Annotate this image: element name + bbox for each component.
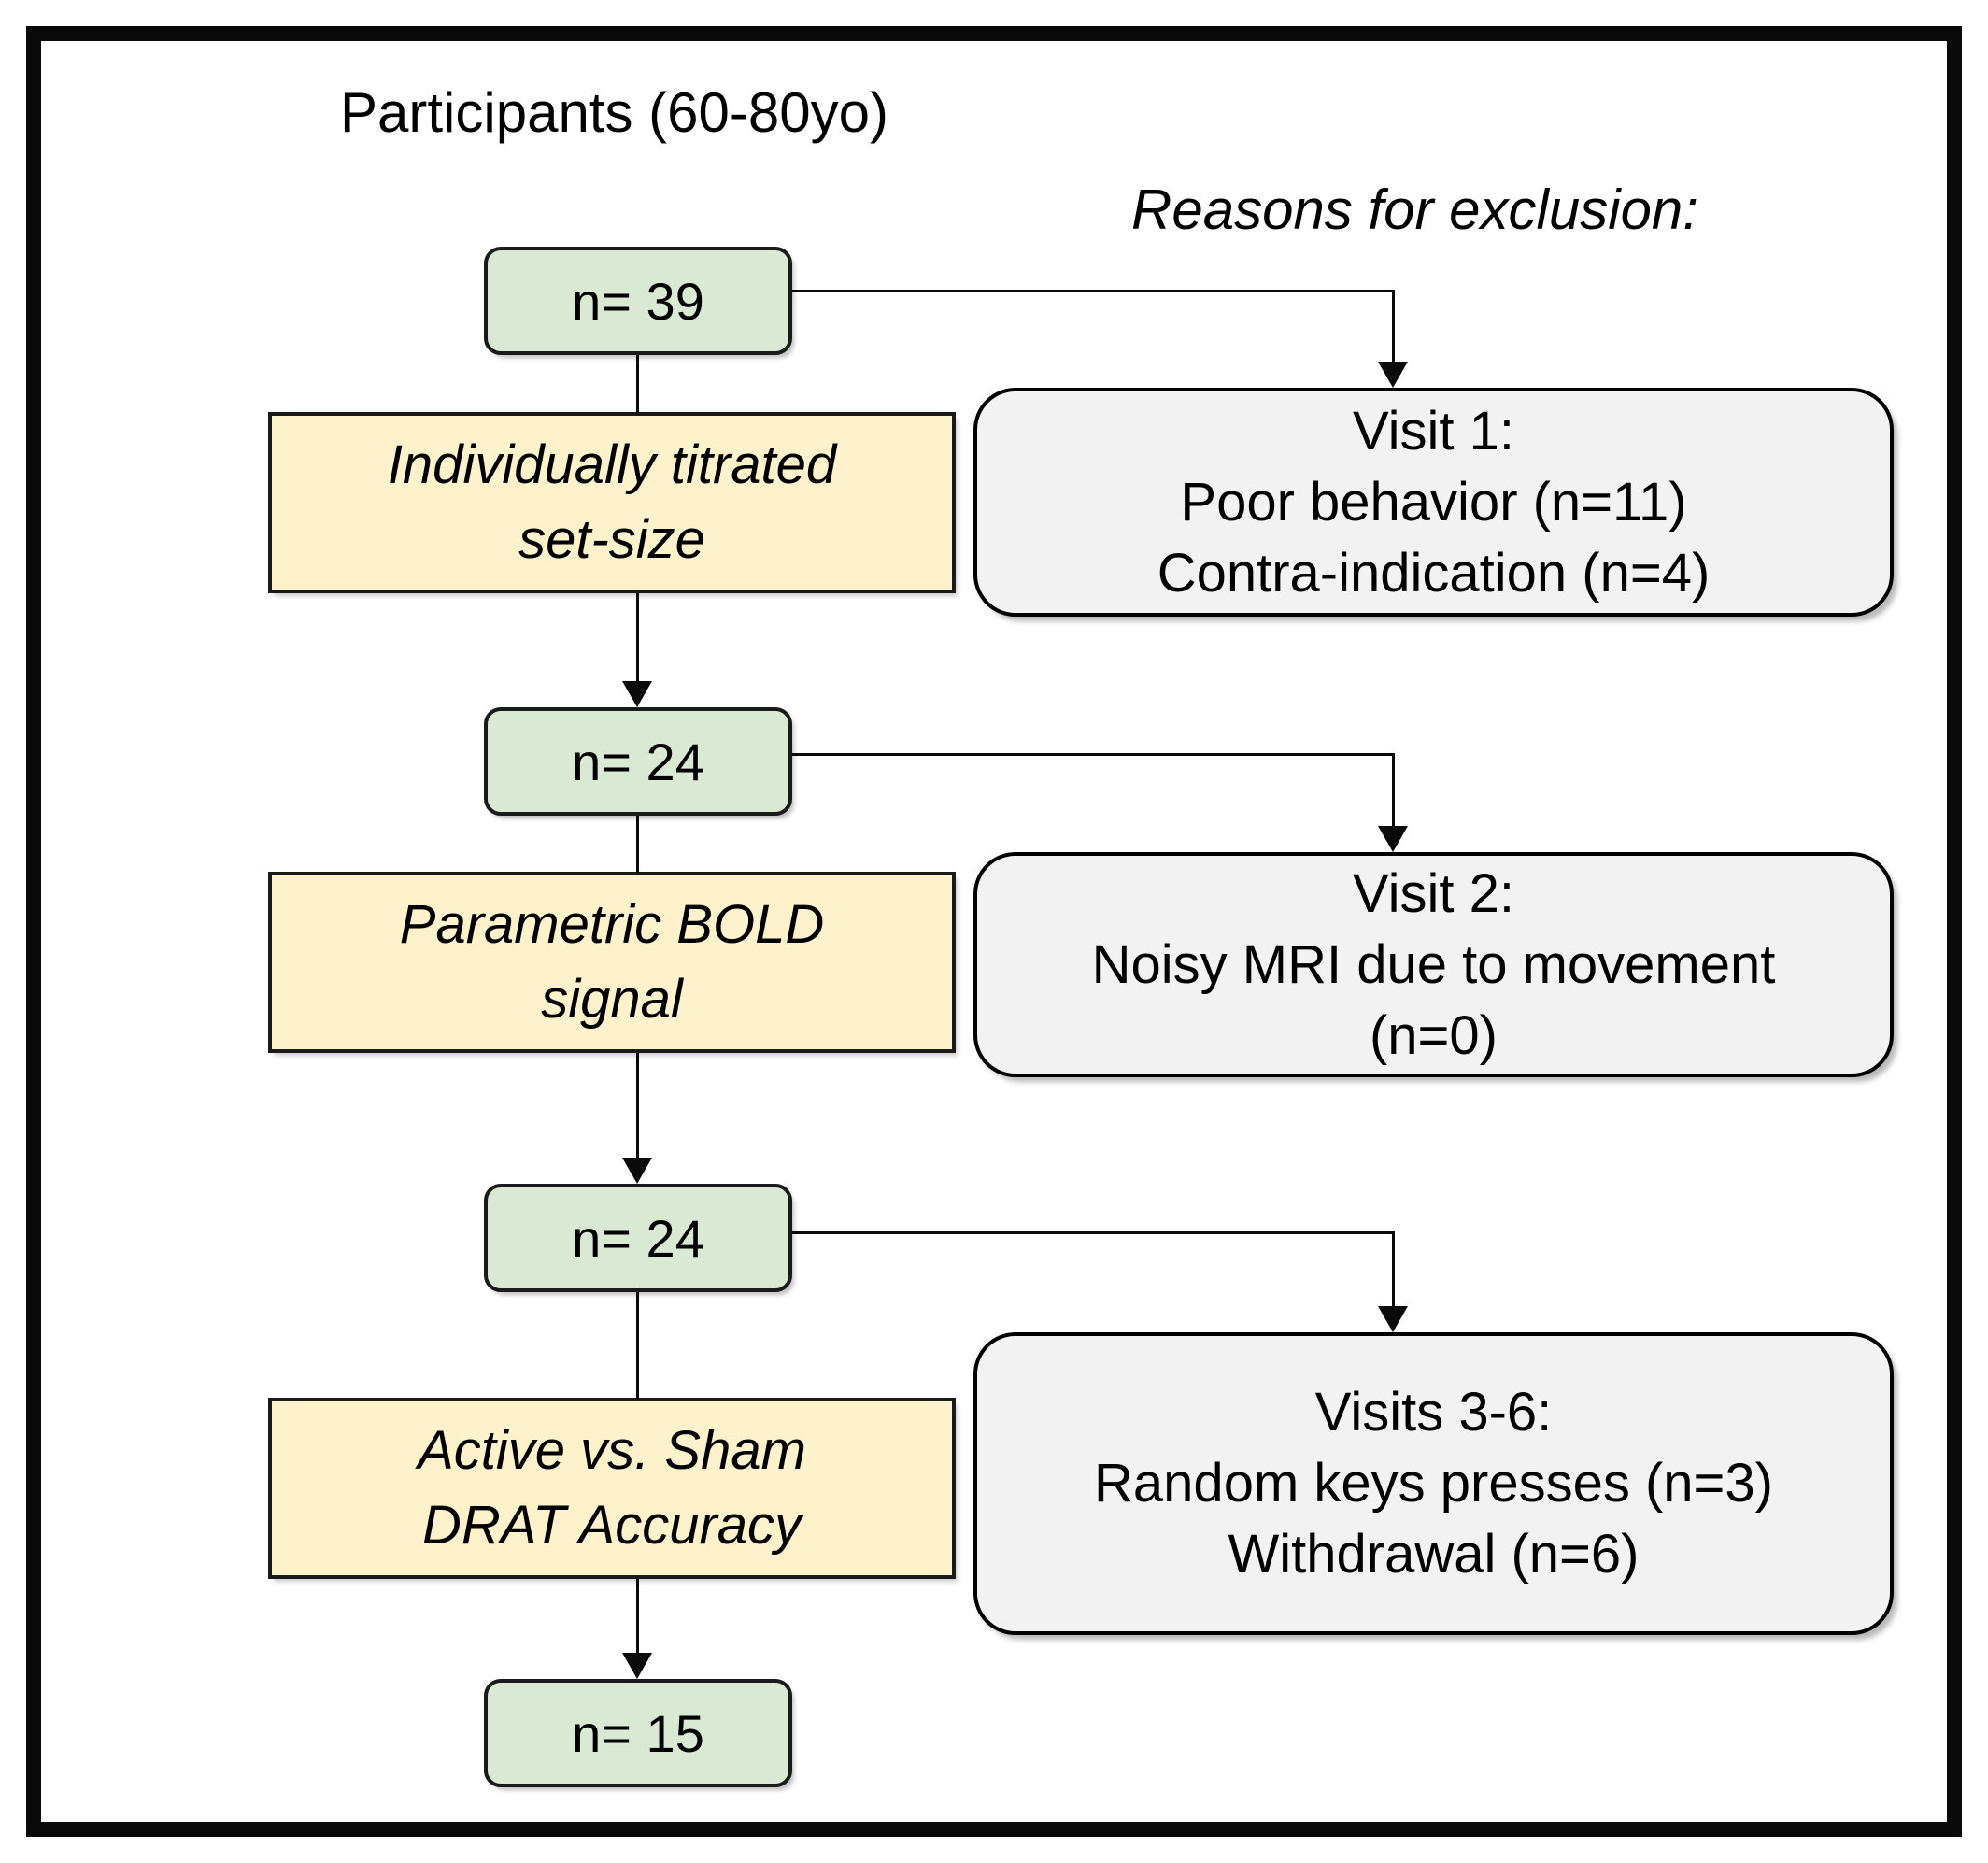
exclusion-line-1: Visit 2: bbox=[1352, 862, 1514, 924]
stage-box-titrated-set-size: Individually titrated set-size bbox=[268, 412, 956, 593]
exclusion-line-3: Withdrawal (n=6) bbox=[1228, 1524, 1640, 1585]
stage-line-2: DRAT Accuracy bbox=[421, 1495, 802, 1556]
flow-line-stage1-to-n24 bbox=[636, 593, 639, 683]
flow-line-n24b-to-stage3 bbox=[636, 1292, 639, 1399]
stage-line-2: set-size bbox=[518, 509, 705, 570]
stage-line-2: signal bbox=[541, 969, 683, 1030]
count-label: n= 15 bbox=[572, 1703, 704, 1763]
count-box-n39: n= 39 bbox=[484, 247, 792, 355]
count-label: n= 24 bbox=[572, 732, 704, 791]
stage-box-parametric-bold: Parametric BOLD signal bbox=[268, 872, 956, 1053]
exclusion-box-visits-3-6: Visits 3-6: Random keys presses (n=3) Wi… bbox=[973, 1332, 1894, 1635]
exclusion-line-2: Poor behavior (n=11) bbox=[1180, 471, 1687, 533]
flow-line-n39-to-stage1 bbox=[636, 355, 639, 413]
flow-line-stage2-to-n24b bbox=[636, 1053, 639, 1159]
exclusion-line-vertical-1 bbox=[1392, 290, 1395, 363]
exclusion-line-horizontal-1 bbox=[792, 290, 1395, 292]
stage-line-1: Parametric BOLD bbox=[399, 894, 825, 955]
exclusion-line-horizontal-3 bbox=[792, 1231, 1395, 1234]
exclusion-line-3: (n=0) bbox=[1369, 1004, 1498, 1066]
stage-line-1: Individually titrated bbox=[387, 434, 837, 495]
exclusion-header: Reasons for exclusion: bbox=[1131, 178, 1698, 241]
exclusion-line-3: Contra-indication (n=4) bbox=[1157, 542, 1711, 604]
exclusion-box-visit2: Visit 2: Noisy MRI due to movement (n=0) bbox=[973, 852, 1894, 1077]
arrow-down-head bbox=[622, 1653, 652, 1679]
exclusion-line-1: Visits 3-6: bbox=[1314, 1382, 1553, 1443]
stage-box-active-vs-sham: Active vs. Sham DRAT Accuracy bbox=[268, 1398, 956, 1579]
exclusion-line-vertical-2 bbox=[1392, 753, 1395, 827]
flow-line-stage3-to-n15 bbox=[636, 1579, 639, 1654]
exclusion-line-horizontal-2 bbox=[792, 753, 1395, 756]
diagram-border-frame bbox=[26, 26, 1962, 1837]
arrow-down-head bbox=[622, 681, 652, 707]
arrow-down-head bbox=[1378, 362, 1408, 388]
arrow-down-head bbox=[1378, 1306, 1408, 1332]
flow-line-n24-to-stage2 bbox=[636, 816, 639, 873]
stage-line-1: Active vs. Sham bbox=[418, 1420, 806, 1481]
count-box-n15-final: n= 15 bbox=[484, 1679, 792, 1787]
exclusion-line-2: Noisy MRI due to movement bbox=[1091, 933, 1776, 995]
count-box-n24-visits36: n= 24 bbox=[484, 1184, 792, 1292]
exclusion-line-1: Visit 1: bbox=[1352, 400, 1514, 462]
count-label: n= 24 bbox=[572, 1208, 704, 1268]
diagram-title: Participants (60-80yo) bbox=[340, 81, 888, 144]
exclusion-box-visit1: Visit 1: Poor behavior (n=11) Contra-ind… bbox=[973, 388, 1894, 617]
exclusion-line-vertical-3 bbox=[1392, 1231, 1395, 1307]
arrow-down-head bbox=[622, 1158, 652, 1184]
arrow-down-head bbox=[1378, 826, 1408, 852]
count-label: n= 39 bbox=[572, 271, 704, 331]
count-box-n24-visit2: n= 24 bbox=[484, 707, 792, 816]
exclusion-line-2: Random keys presses (n=3) bbox=[1094, 1453, 1773, 1514]
